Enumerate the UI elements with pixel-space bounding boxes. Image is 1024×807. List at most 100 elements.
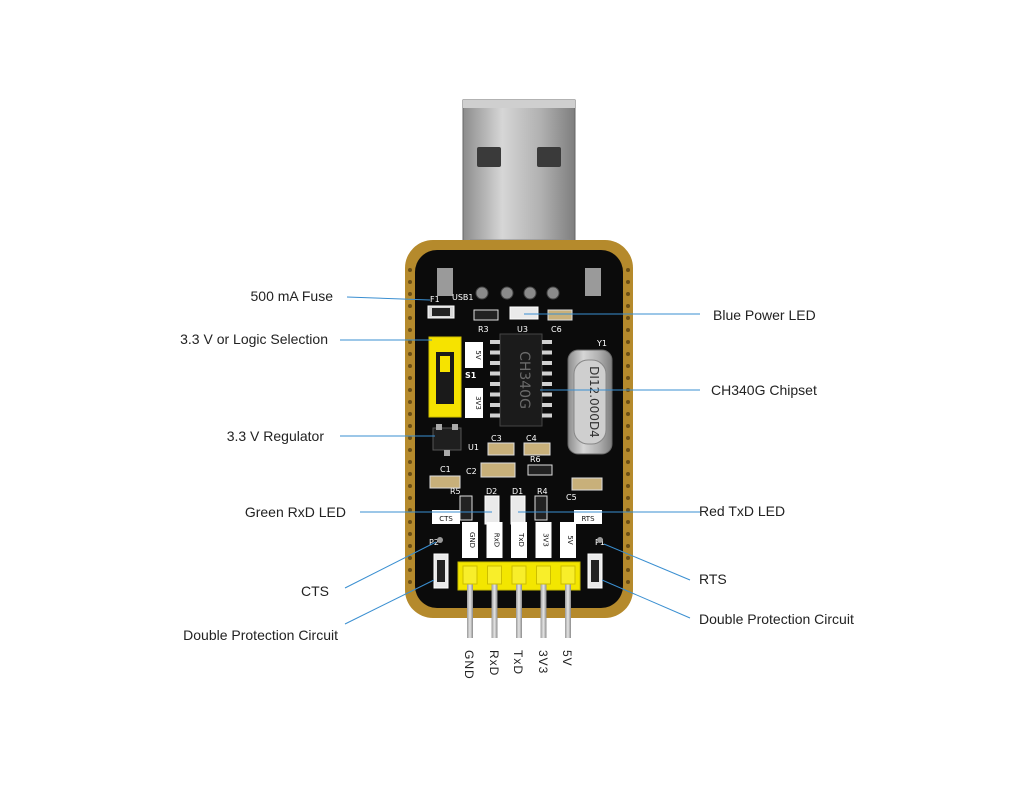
edge-via — [626, 436, 630, 440]
pin-plate-label: 5V — [566, 535, 574, 544]
cts-pad-label: CTS — [439, 515, 453, 523]
label-cts: CTS — [301, 583, 329, 599]
silk-r3: R3 — [478, 325, 489, 334]
pin-label-3v3: 3V3 — [535, 650, 550, 675]
silk-d1: D1 — [512, 487, 523, 496]
edge-via — [408, 424, 412, 428]
regulator-u1 — [432, 424, 462, 456]
edge-via — [408, 316, 412, 320]
header-pin-housing — [560, 565, 576, 585]
edge-via — [408, 448, 412, 452]
silk-fuse: F1 — [430, 295, 440, 304]
label-blue-led: Blue Power LED — [713, 307, 816, 323]
edge-via — [626, 520, 630, 524]
edge-via — [626, 304, 630, 308]
edge-via — [408, 484, 412, 488]
pin-label-txd: TxD — [511, 650, 525, 675]
logic-selector-switch: 5V 3V3 — [428, 336, 483, 418]
chip-leg — [490, 403, 500, 407]
edge-via — [408, 304, 412, 308]
silk-s1: S1 — [465, 371, 477, 380]
silk-r4: R4 — [537, 487, 548, 496]
edge-via — [626, 496, 630, 500]
edge-via — [408, 364, 412, 368]
chip-leg — [490, 361, 500, 365]
pin-plate — [486, 522, 503, 558]
header-pin-3v3 — [540, 582, 547, 638]
edge-via — [408, 328, 412, 332]
chip-leg — [542, 392, 552, 397]
chip-leg — [490, 350, 500, 355]
edge-via — [626, 580, 630, 584]
chip-leg — [542, 361, 552, 365]
chip-leg — [490, 340, 500, 344]
edge-via — [408, 496, 412, 500]
pin-plate-label: RxD — [493, 533, 501, 547]
pin-plate — [560, 522, 576, 558]
edge-via — [408, 508, 412, 512]
chip-leg — [542, 350, 552, 355]
green-rxd-led — [484, 495, 500, 525]
blue-power-led — [509, 306, 539, 320]
edge-via — [408, 400, 412, 404]
edge-via — [408, 376, 412, 380]
header-pin-housing — [462, 565, 478, 585]
header-pin-rxd — [491, 582, 498, 638]
pin-plate-label: 3V3 — [542, 533, 550, 547]
edge-via — [626, 376, 630, 380]
leader-lines — [340, 296, 700, 625]
pin-label-gnd: GND — [462, 650, 476, 680]
silk-y1: Y1 — [596, 339, 607, 348]
edge-via — [408, 472, 412, 476]
label-rts: RTS — [699, 571, 727, 587]
edge-via — [408, 268, 412, 272]
edge-via — [408, 340, 412, 344]
selector-3v3-label: 3V3 — [474, 396, 482, 410]
crystal-oscillator: DI12.000D4 — [567, 349, 613, 455]
label-chipset: CH340G Chipset — [711, 382, 817, 398]
silk-c3: C3 — [491, 434, 502, 443]
edge-via — [408, 352, 412, 356]
label-red-led: Red TxD LED — [699, 503, 786, 519]
chip-leg — [490, 413, 500, 418]
pin-plate — [511, 522, 527, 558]
header-pin-gnd — [467, 582, 473, 638]
edge-via — [408, 520, 412, 524]
edge-via — [408, 436, 412, 440]
header-pin-txd — [516, 582, 522, 638]
edge-via — [626, 484, 630, 488]
edge-via — [626, 544, 630, 548]
pin-label-rxd: RxD — [486, 650, 501, 677]
edge-via — [626, 424, 630, 428]
edge-via — [408, 280, 412, 284]
edge-via — [626, 328, 630, 332]
chip-leg — [542, 413, 552, 418]
silk-d2: D2 — [486, 487, 497, 496]
svg-text:CH340G: CH340G — [516, 351, 532, 409]
label-protection-right: Double Protection Circuit — [699, 611, 854, 627]
edge-via — [626, 532, 630, 536]
edge-via — [626, 268, 630, 272]
silk-r6: R6 — [530, 455, 541, 464]
pin-plate — [535, 522, 552, 558]
silk-c1: C1 — [440, 465, 451, 474]
silk-c2: C2 — [466, 467, 477, 476]
label-regulator: 3.3 V Regulator — [226, 428, 324, 444]
usb-slot-left — [477, 147, 501, 167]
chip-leg — [490, 392, 500, 397]
silk-c6: C6 — [551, 325, 562, 334]
edge-via — [626, 340, 630, 344]
edge-via — [408, 412, 412, 416]
ch340g-chip: CH340G — [490, 333, 552, 427]
crystal-marking: DI12.000D4 — [587, 366, 601, 438]
label-fuse: 500 mA Fuse — [250, 288, 334, 304]
edge-via — [408, 460, 412, 464]
edge-via — [626, 508, 630, 512]
edge-via — [626, 448, 630, 452]
header-pin-housing — [536, 565, 551, 585]
edge-via — [626, 472, 630, 476]
selector-5v-label: 5V — [474, 350, 482, 359]
rts-pad-label: RTS — [581, 515, 595, 523]
label-green-led: Green RxD LED — [244, 504, 346, 520]
